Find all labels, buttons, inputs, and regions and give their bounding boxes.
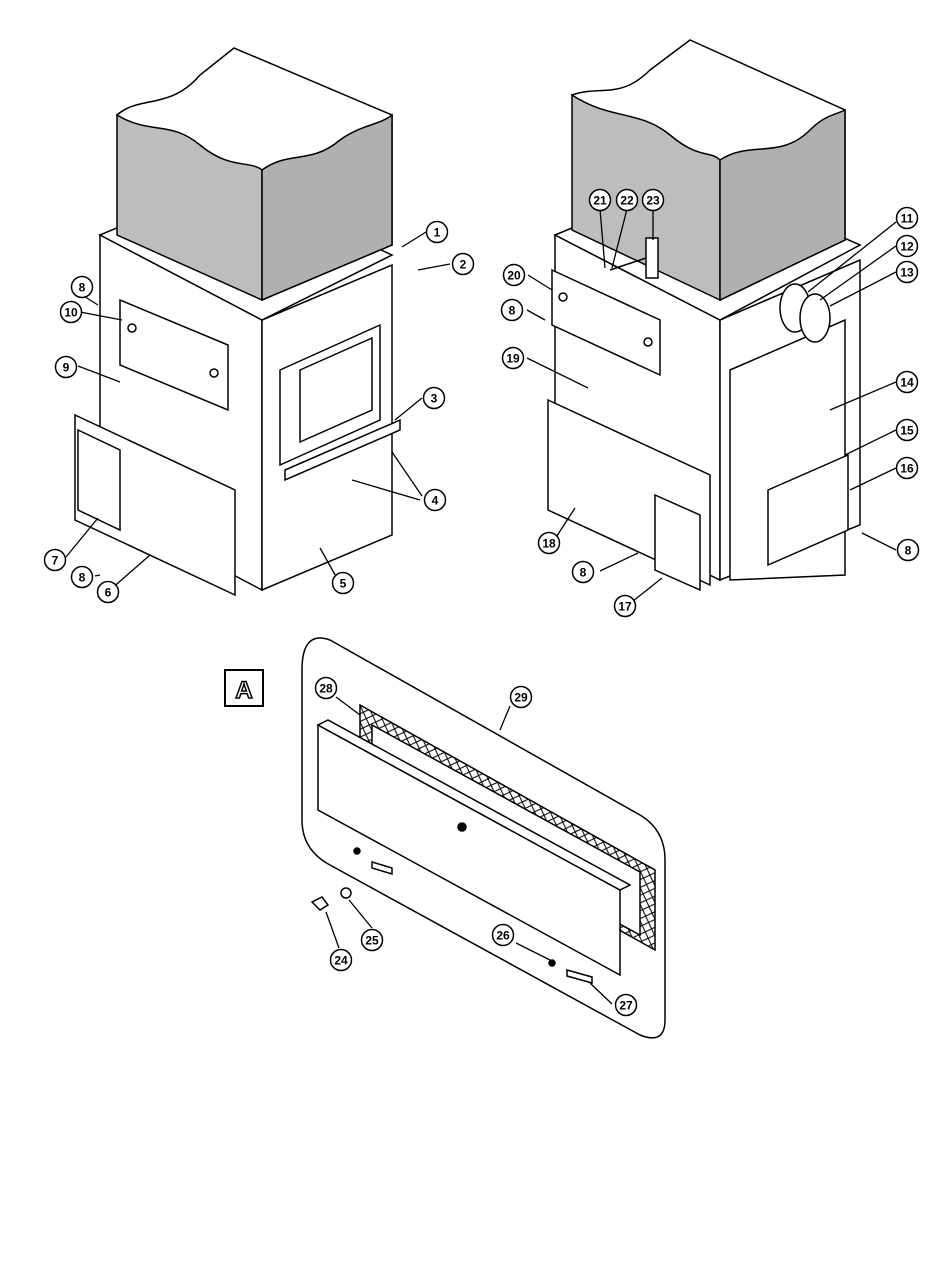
callout-1: 1: [427, 222, 448, 243]
callout-number: 1: [434, 226, 441, 240]
callout-number: 8: [79, 281, 86, 295]
callout-17: 17: [615, 596, 636, 617]
callout-number: 6: [105, 586, 112, 600]
callout-18: 18: [539, 533, 560, 554]
callout-20: 20: [504, 265, 525, 286]
callout-8: 8: [72, 567, 93, 588]
callout-9: 9: [56, 357, 77, 378]
callout-23: 23: [643, 190, 664, 211]
callout-8: 8: [72, 277, 93, 298]
callout-8: 8: [502, 300, 523, 321]
callout-12: 12: [897, 236, 918, 257]
callout-number: 11: [901, 212, 914, 226]
callout-number: 21: [593, 194, 607, 208]
callout-25: 25: [362, 930, 383, 951]
callout-3: 3: [424, 388, 445, 409]
callout-number: 8: [79, 571, 86, 585]
callout-number: 3: [431, 392, 438, 406]
callout-number: 26: [496, 929, 510, 943]
callout-29: 29: [511, 687, 532, 708]
callout-number: 12: [900, 240, 914, 254]
callout-10: 10: [61, 302, 82, 323]
callout-28: 28: [316, 678, 337, 699]
callout-24: 24: [331, 950, 352, 971]
callout-number: 9: [63, 361, 70, 375]
callout-number: 8: [580, 566, 587, 580]
furnace-front-view: [75, 48, 400, 595]
detail-a-assembly: A: [225, 638, 665, 1038]
callout-7: 7: [45, 550, 66, 571]
callout-number: 2: [460, 258, 467, 272]
callout-number: 13: [900, 266, 914, 280]
callout-14: 14: [897, 372, 918, 393]
callout-6: 6: [98, 582, 119, 603]
detail-a-label: A: [235, 677, 252, 704]
callout-number: 7: [52, 554, 59, 568]
callout-number: 18: [542, 537, 556, 551]
callout-21: 21: [590, 190, 611, 211]
callout-19: 19: [503, 348, 524, 369]
callout-number: 22: [620, 194, 634, 208]
callout-number: 25: [365, 934, 379, 948]
callout-number: 23: [646, 194, 660, 208]
callout-number: 20: [507, 269, 521, 283]
callout-26: 26: [493, 925, 514, 946]
wing-nut: [312, 897, 328, 910]
callout-number: 17: [618, 600, 632, 614]
callout-16: 16: [897, 458, 918, 479]
callout-5: 5: [333, 573, 354, 594]
callout-11: 11: [897, 208, 918, 229]
callout-number: 10: [64, 306, 78, 320]
furnace-rear-view: [548, 40, 860, 590]
callout-number: 27: [619, 999, 633, 1013]
callout-8: 8: [573, 562, 594, 583]
callout-number: 16: [900, 462, 914, 476]
callout-number: 19: [506, 352, 520, 366]
callout-8: 8: [898, 540, 919, 561]
callout-number: 14: [900, 376, 914, 390]
callout-2: 2: [453, 254, 474, 275]
callout-number: 29: [514, 691, 528, 705]
callout-27: 27: [616, 995, 637, 1016]
callout-13: 13: [897, 262, 918, 283]
callout-15: 15: [897, 420, 918, 441]
callout-number: 28: [319, 682, 333, 696]
callout-number: 4: [432, 494, 439, 508]
callout-number: 15: [900, 424, 914, 438]
callout-22: 22: [617, 190, 638, 211]
callout-number: 24: [334, 954, 348, 968]
callout-number: 8: [905, 544, 912, 558]
callout-number: 5: [340, 577, 347, 591]
callout-number: 8: [509, 304, 516, 318]
callout-4: 4: [425, 490, 446, 511]
